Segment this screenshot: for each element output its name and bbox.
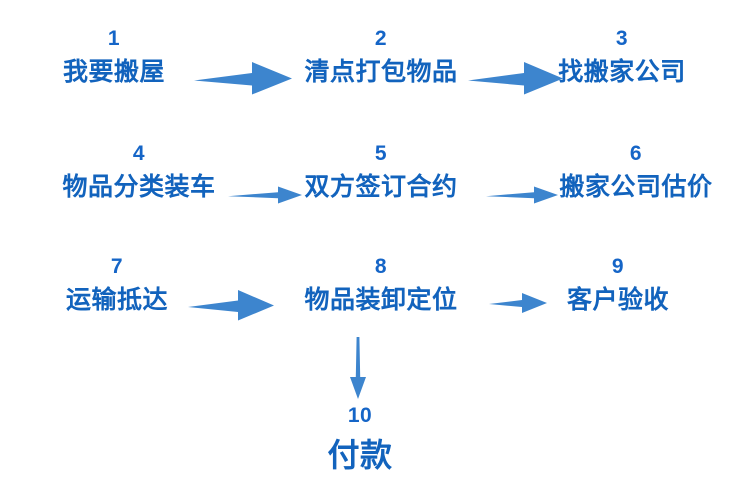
arrow-step5-to-step6: [486, 182, 558, 208]
arrow-step7-to-step8: [188, 288, 274, 322]
step-label: 付款: [327, 437, 393, 473]
step-number: 3: [615, 27, 629, 50]
step-number: 2: [374, 27, 388, 50]
step-label: 清点打包物品: [304, 58, 458, 86]
step-label: 搬家公司估价: [559, 173, 713, 201]
step-number: 10: [347, 404, 373, 427]
step-number: 8: [374, 255, 388, 278]
flow-node-6[interactable]: 6 搬家公司估价: [559, 143, 712, 200]
flow-node-4[interactable]: 4 物品分类装车: [62, 143, 215, 200]
flow-node-2[interactable]: 2 清点打包物品: [304, 28, 457, 85]
step-label: 双方签订合约: [304, 173, 458, 201]
step-number: 4: [132, 142, 146, 165]
step-label: 物品装卸定位: [304, 286, 458, 314]
step-number: 9: [611, 255, 625, 278]
step-number: 7: [110, 255, 124, 278]
step-number: 1: [107, 27, 121, 50]
arrow-step8-to-step10: [349, 337, 367, 399]
step-label: 物品分类装车: [62, 173, 216, 201]
flow-node-9[interactable]: 9 客户验收: [567, 256, 669, 313]
arrow-step2-to-step3: [468, 60, 563, 96]
step-number: 6: [629, 142, 643, 165]
step-label: 我要搬屋: [62, 58, 166, 86]
step-number: 5: [374, 142, 388, 165]
step-label: 运输抵达: [65, 286, 169, 314]
step-label: 找搬家公司: [558, 58, 686, 86]
flow-node-10[interactable]: 10 付款: [327, 405, 392, 471]
flow-node-1[interactable]: 1 我要搬屋: [63, 28, 165, 85]
flow-node-7[interactable]: 7 运输抵达: [66, 256, 168, 313]
flow-node-5[interactable]: 5 双方签订合约: [304, 143, 457, 200]
flow-node-3[interactable]: 3 找搬家公司: [558, 28, 686, 85]
arrow-step1-to-step2: [194, 60, 292, 96]
flow-node-8[interactable]: 8 物品装卸定位: [304, 256, 457, 313]
step-label: 客户验收: [566, 286, 670, 314]
arrow-step8-to-step9: [489, 290, 547, 316]
arrow-step4-to-step5: [228, 182, 302, 208]
